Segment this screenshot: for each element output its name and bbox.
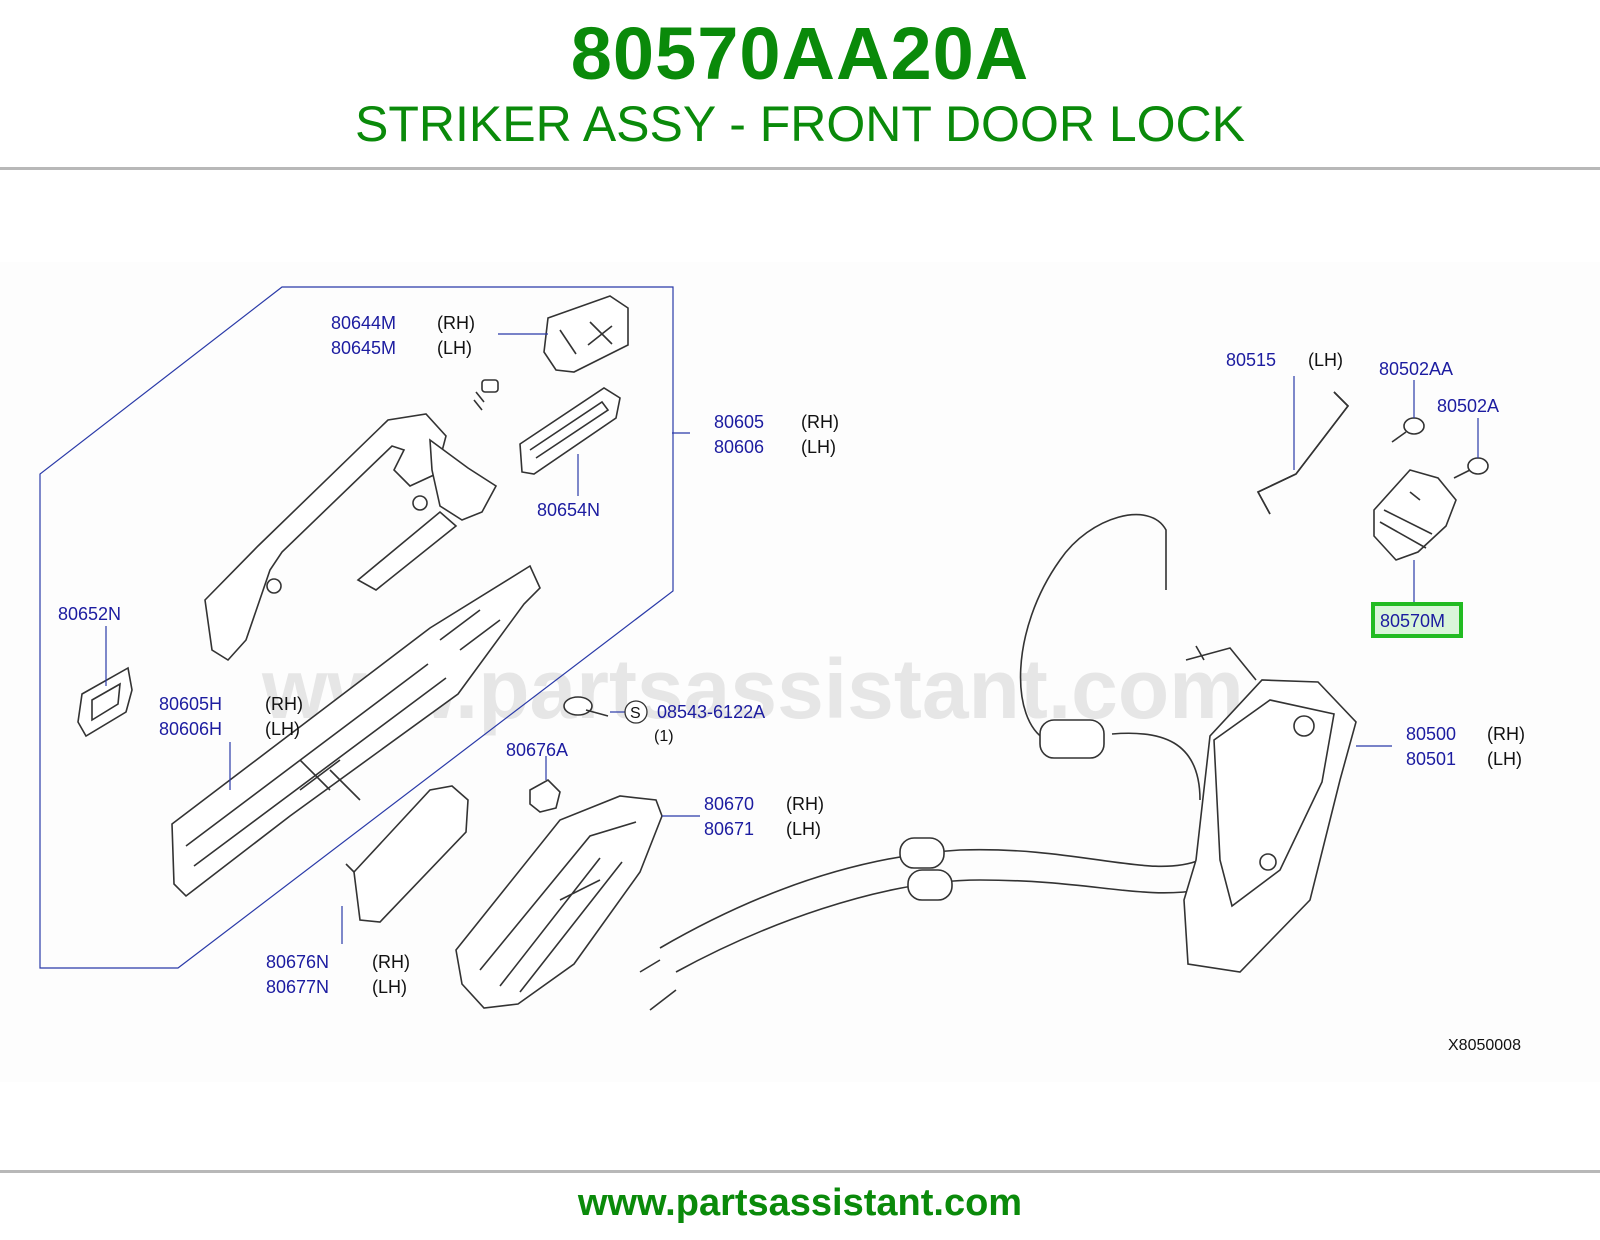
callout-08543[interactable]: S 08543-6122A (1) [624,700,765,745]
striker-part[interactable] [1373,469,1457,561]
handle-frame-part[interactable] [171,564,541,898]
part-label-80670[interactable]: 80670 [704,794,754,814]
screw-part[interactable] [473,379,499,411]
part-label-80501[interactable]: 80501 [1406,749,1456,769]
side-label-lh: (LH) [265,719,300,739]
part-label-80500[interactable]: 80500 [1406,724,1456,744]
part-label-80676N[interactable]: 80676N [266,952,329,972]
part-description: STRIKER ASSY - FRONT DOOR LOCK [355,96,1245,152]
side-label-lh: (LH) [1308,350,1343,370]
door-lock-part[interactable] [1183,645,1357,973]
callout-80676N[interactable]: 80676N (RH) 80677N (LH) [266,952,410,997]
side-label-lh: (LH) [801,437,836,457]
quantity-label: (1) [654,728,674,745]
part-number-title: 80570AA20A [570,12,1030,95]
side-label-rh: (RH) [801,412,839,432]
handle-cover-part[interactable] [345,785,469,923]
part-label-80676A[interactable]: 80676A [506,740,568,760]
standard-part-s: S [630,705,641,722]
handle-gasket-part[interactable] [519,387,621,475]
striker-screw-a-part[interactable] [1453,457,1489,479]
rod-part[interactable] [1256,391,1350,515]
side-label-rh: (RH) [437,313,475,333]
part-label-80502AA[interactable]: 80502AA [1379,359,1453,379]
lock-cable-part[interactable] [639,513,1201,1011]
part-label-80606[interactable]: 80606 [714,437,764,457]
small-gasket-part[interactable] [77,666,133,738]
figure-code: X8050008 [1448,1037,1521,1054]
highlight-box [1371,602,1463,638]
part-label-80654N[interactable]: 80654N [537,500,600,520]
part-label-08543-6122A[interactable]: 08543-6122A [657,702,765,722]
part-label-80502A[interactable]: 80502A [1437,396,1499,416]
inside-handle-part[interactable] [455,795,663,1009]
standard-part-symbol [624,700,648,724]
part-label-80677N[interactable]: 80677N [266,977,329,997]
handle-assembly-frame [39,286,674,969]
part-label-80652N[interactable]: 80652N [58,604,121,624]
callout-80570M-highlighted[interactable]: 80570M [1371,602,1463,638]
callout-80605H[interactable]: 80605H (RH) 80606H (LH) [159,694,303,739]
callout-80500[interactable]: 80500 (RH) 80501 (LH) [1406,724,1525,769]
callout-80605[interactable]: 80605 (RH) 80606 (LH) [714,412,839,457]
callout-80670[interactable]: 80670 (RH) 80671 (LH) [704,794,824,839]
footer-url[interactable]: www.partsassistant.com [577,1182,1023,1224]
footer-divider [0,1170,1600,1173]
part-label-80606H[interactable]: 80606H [159,719,222,739]
callout-80515[interactable]: 80515 (LH) [1226,350,1343,370]
part-label-80605H[interactable]: 80605H [159,694,222,714]
diagram-background [0,262,1600,1082]
side-label-lh: (LH) [1487,749,1522,769]
side-label-lh: (LH) [437,338,472,358]
handle-cap-part[interactable] [543,295,629,373]
side-label-rh: (RH) [1487,724,1525,744]
part-label-80644M[interactable]: 80644M [331,313,396,333]
callout-80644M[interactable]: 80644M (RH) 80645M (LH) [331,313,475,358]
header-divider [0,167,1600,170]
part-label-80515[interactable]: 80515 [1226,350,1276,370]
side-label-lh: (LH) [372,977,407,997]
part-label-80570M[interactable]: 80570M [1380,611,1445,631]
side-label-rh: (RH) [786,794,824,814]
part-label-80671[interactable]: 80671 [704,819,754,839]
part-label-80645M[interactable]: 80645M [331,338,396,358]
side-label-rh: (RH) [265,694,303,714]
part-label-80605[interactable]: 80605 [714,412,764,432]
clip-screw-part[interactable] [563,696,609,717]
clip-part[interactable] [529,779,561,813]
outside-handle-part[interactable] [204,413,498,662]
side-label-lh: (LH) [786,819,821,839]
side-label-rh: (RH) [372,952,410,972]
